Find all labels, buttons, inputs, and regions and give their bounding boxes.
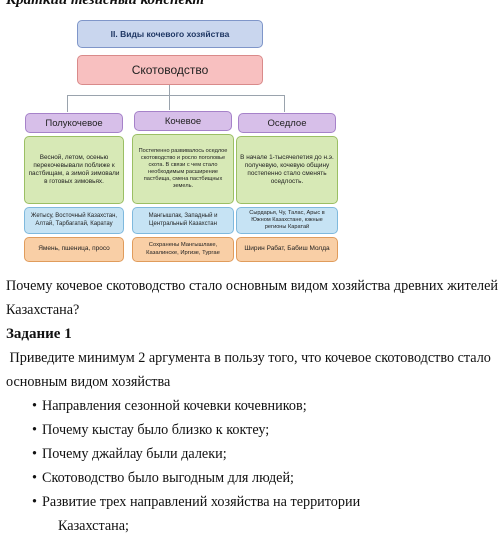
list-item: • Направления сезонной кочевки кочевников… [32,394,498,418]
column-regions-nomadic: Мангышлак, Западный и Центральный Казахс… [132,207,234,234]
connector-horizontal [67,95,284,96]
column-cities-nomadic: Сохранены Мангышлаке, Казалинске, Иргизе… [132,237,234,262]
bullet-icon: • [32,494,37,510]
diagram-title-box: II. Виды кочевого хозяйства [77,20,263,48]
column-desc-nomadic: Постепенно развивалось оседлое скотоводс… [132,134,234,204]
list-item-text: Почему кыстау было близко к коктеу; [42,422,270,438]
task-instruction: Приведите минимум 2 аргумента в пользу т… [6,350,495,390]
connector-vertical-main [169,85,170,95]
list-item: • Почему кыстау было близко к коктеу; [32,418,498,442]
list-item: • Почему джайлау были далеки; [32,442,498,466]
argument-list: • Направления сезонной кочевки кочевников… [32,394,498,538]
list-item-text: Развитие трех направлений хозяйства на т… [42,494,361,510]
list-item-text: Скотоводство было выгодным для людей; [42,470,294,486]
list-item-text-continuation: Казахстана; [58,518,129,534]
column-head-nomadic: Кочевое [134,111,232,131]
bullet-icon: • [32,398,37,414]
column-cities-semi-nomadic: Ямень, пшеница, просо [24,237,124,262]
column-regions-semi-nomadic: Жетысу, Восточный Казахстан, Алтай, Тарб… [24,207,124,234]
document-heading: Краткий тезисный конспект [6,0,205,8]
connector-right [284,95,285,112]
column-head-settled: Оседлое [238,113,336,133]
bullet-icon: • [32,470,37,486]
column-desc-settled: В начале 1-тысячелетия до н.э. получевую… [236,136,338,204]
connector-middle [169,95,170,110]
connector-left [67,95,68,112]
bullet-icon: • [32,446,37,462]
column-cities-settled: Ширин Рабат, Бабиш Молда [236,237,338,262]
list-item: • Развитие трех направлений хозяйства на … [32,490,498,538]
scheme-diagram: II. Виды кочевого хозяйства Скотоводство… [0,0,500,270]
diagram-main-box: Скотоводство [77,55,263,85]
column-head-semi-nomadic: Полукочевое [25,113,123,133]
column-desc-semi-nomadic: Весной, летом, осенью перекочевывали поб… [24,136,124,204]
list-item: • Скотоводство было выгодным для людей; [32,466,498,490]
task-title: Задание 1 [6,326,72,342]
list-item-text: Почему джайлау были далеки; [42,446,227,462]
question-text: Почему кочевое скотоводство стало основн… [6,278,498,318]
column-regions-settled: Сырдарья, Чу, Талас, Арыс в Южном Казахс… [236,207,338,234]
bullet-icon: • [32,422,37,438]
list-item-text: Направления сезонной кочевки кочевников; [42,398,307,414]
